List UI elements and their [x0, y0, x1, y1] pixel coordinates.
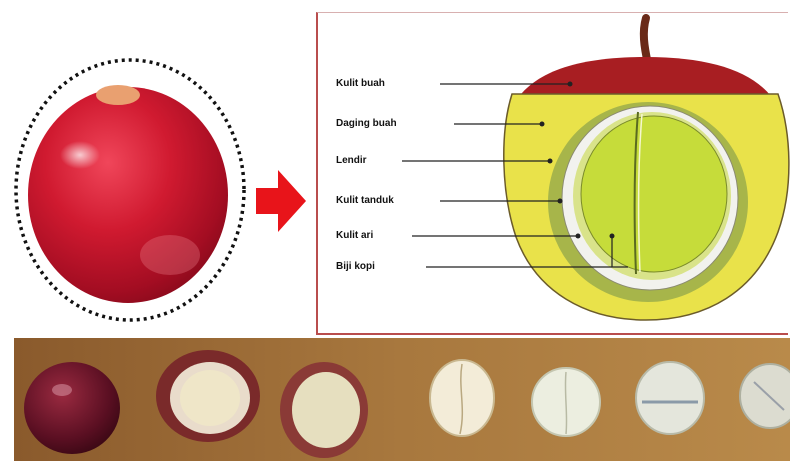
cherry-body [28, 87, 228, 303]
coffee-cherry-whole-image [10, 55, 250, 325]
red-arrow-icon [256, 170, 306, 232]
label-kulit-ari: Kulit ari [336, 230, 373, 241]
cherry-highlight [60, 141, 100, 169]
label-lendir: Lendir [336, 155, 367, 166]
bean [581, 116, 727, 272]
label-kulit-tanduk: Kulit tanduk [336, 195, 394, 206]
stage-split-bean [636, 362, 704, 434]
stage-whole-cherry [24, 362, 120, 454]
processing-stages-photo [14, 338, 790, 461]
stage-last-bean [740, 364, 790, 428]
coffee-cherry-cross-section [316, 12, 790, 334]
label-biji-kopi: Biji kopi [336, 261, 375, 272]
label-kulit-buah: Kulit buah [336, 78, 385, 89]
label-daging-buah: Daging buah [336, 118, 397, 129]
cherry-stem-end [96, 85, 140, 105]
